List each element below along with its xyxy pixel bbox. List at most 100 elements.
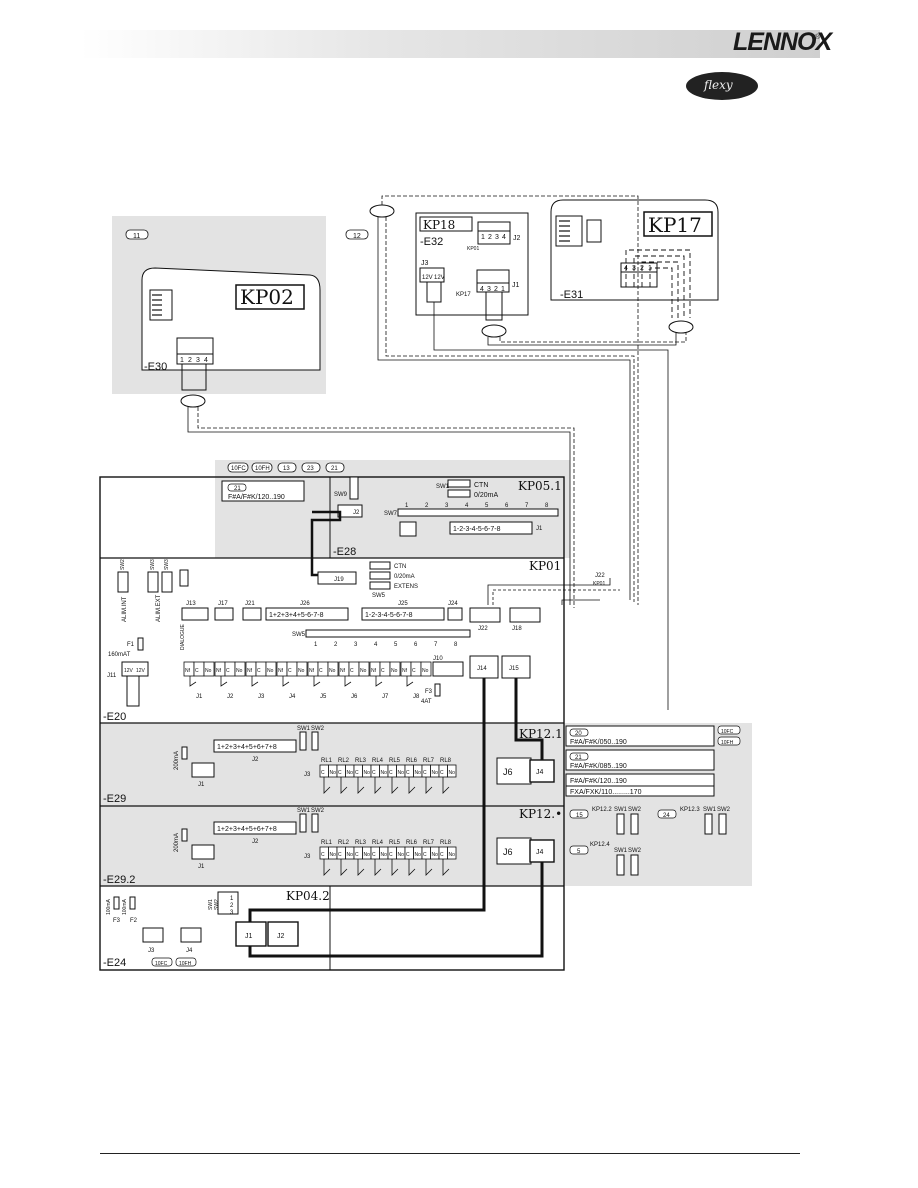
kp051-sw7-n6: 6 [505, 503, 509, 509]
kp122-relay-contact: C [355, 852, 359, 858]
kp02-pin-4: 4 [204, 357, 208, 364]
kp01-title: KP01 [529, 559, 561, 573]
kp01-relay-cell [234, 661, 246, 677]
kp01-j17: J17 [218, 601, 228, 607]
kp18-12v-b: 12V [434, 275, 445, 281]
kp01-relay-contact: Nf [340, 668, 346, 674]
kp01-relay-contact: No [236, 668, 243, 674]
kp01-relay-contact: No [360, 668, 367, 674]
kp01-j25: J25 [398, 601, 408, 607]
kp01-relay-contact: C [319, 668, 323, 674]
kp01-j11: J11 [107, 673, 117, 679]
registered-mark: ® [815, 34, 821, 41]
kp01-relay-cell [389, 661, 401, 677]
kp121-sw1: SW1 [297, 726, 311, 732]
kp01-relay-label: J1 [196, 694, 203, 700]
legend-sw-2-sw1: SW1 [703, 807, 717, 813]
kp18-j1-pin-3: 3 [487, 286, 491, 293]
kp01-alim-switches: SW2 SW3 SW3 ALIM.INT ALIM.EXT [117, 559, 189, 622]
kp01-relay-cell [265, 661, 277, 677]
kp18-title: KP18 [423, 218, 455, 232]
legend-row-3-text: F#A/F#K/120..190 [570, 778, 627, 785]
kp122-title: KP12.• [519, 807, 562, 821]
kp051-sw7-n8: 8 [545, 503, 549, 509]
kp051-sw7-n3: 3 [445, 503, 449, 509]
kp122-relay-contact: C [389, 852, 393, 858]
kp122-relay-contact: No [398, 852, 405, 858]
kp01-relay-contact: Nf [185, 668, 191, 674]
kp01-dialogue: DIALOGUE [180, 623, 186, 650]
legend-sw-3-tag: 5 [577, 849, 581, 855]
kp122-relay-label: RL7 [423, 840, 435, 846]
kp01-j14: J14 [477, 666, 487, 672]
kp01-relay-cell [296, 661, 308, 677]
kp01-relay-contact: C [226, 668, 230, 674]
kp121-relay-label: RL2 [338, 758, 350, 764]
kp01-sw5-n1: 1 [314, 642, 318, 648]
kp122-relay-contact: C [423, 852, 427, 858]
kp18-kp17-label: KP17 [456, 292, 471, 298]
legend-sw-3-sw1: SW1 [614, 848, 628, 854]
kp042-j3: J3 [148, 948, 155, 954]
kp042-sw2: SW2 [214, 899, 220, 910]
kp121-relay-contact: C [321, 770, 325, 776]
kp051-inner-tag: 21 [234, 486, 241, 492]
kp121-relay-contact: No [364, 770, 371, 776]
kp01-relay-contact: Nf [247, 668, 253, 674]
kp122-relay-contact: No [364, 852, 371, 858]
kp042-sw1: SW1 [208, 899, 214, 910]
kp122-j2: J2 [252, 839, 259, 845]
kp051-sw7: SW7 [384, 511, 398, 517]
kp01-relay-contact: C [195, 668, 199, 674]
kp051-j1-pins: 1-2-3-4-5-6-7-8 [453, 526, 501, 533]
kp02-module: 11 KP02 1 2 3 4 -E30 [125, 229, 321, 408]
kp121-relay-cell [447, 764, 457, 778]
header-bar [80, 30, 820, 58]
kp042-f2: F2 [130, 918, 138, 924]
kp121-j6: J6 [503, 767, 513, 777]
kp122-relay-contact-symbol [391, 859, 399, 876]
kp01-relay-label: J5 [320, 694, 327, 700]
kp01-kp01-label: KP01 [593, 581, 605, 587]
kp042-tag-1: 10FC [155, 961, 168, 967]
kp121-relay-contact-symbol [340, 777, 348, 794]
kp01-sw2: SW2 [120, 559, 126, 570]
kp01-relay-contact: No [422, 668, 429, 674]
legend-sw-1-tag: 15 [576, 813, 583, 819]
kp042-ref: -E24 [103, 957, 126, 969]
kp01-j18: J18 [512, 626, 522, 632]
kp01-relay-label: J8 [413, 694, 420, 700]
tag-12 [345, 229, 369, 240]
kp042-j2: J2 [277, 933, 285, 940]
kp01-relay-label: J4 [289, 694, 296, 700]
kp18-j1-pin-4: 4 [480, 286, 484, 293]
kp121-relay-contact-symbol [408, 777, 416, 794]
kp121-relay-contact-symbol [425, 777, 433, 794]
kp051-tag-5: 21 [331, 466, 338, 472]
kp01-j19: J19 [334, 577, 344, 583]
kp01-relay-contact-symbol [282, 676, 290, 687]
kp122-relay-label: RL2 [338, 840, 350, 846]
kp01-relay-label: J7 [382, 694, 389, 700]
kp18-j2-pin-4: 4 [502, 234, 506, 241]
kp121-relay-contact-symbol [442, 777, 450, 794]
kp042-module: KP04.2 100mA 100mA F3 F2 1 2 3 SW1 SW2 J… [103, 889, 330, 969]
legend-sw-2-board: KP12.3 [680, 807, 700, 813]
kp18-j2-pin-1: 1 [481, 234, 485, 241]
kp122-relay-contact: No [381, 852, 388, 858]
kp122-j6: J6 [503, 847, 513, 857]
kp01-j22-label: J22 [595, 573, 605, 579]
kp042-j1: J1 [245, 933, 253, 940]
kp17-title: KP17 [648, 213, 702, 237]
signal-cables [187, 195, 687, 710]
kp18-j1-pin-1: 1 [501, 286, 505, 293]
legend-row-1-tag: 20 [575, 731, 582, 737]
kp01-relay-contact: C [288, 668, 292, 674]
kp02-title: KP02 [240, 285, 294, 309]
kp121-relay-contact: No [347, 770, 354, 776]
kp042-j4: J4 [186, 948, 193, 954]
kp02-pin-3: 3 [196, 357, 200, 364]
kp121-relay-contact: C [389, 770, 393, 776]
legend-sw-1-board: KP12.2 [592, 807, 612, 813]
kp051-model: F#A/F#K/120..190 [228, 494, 285, 501]
